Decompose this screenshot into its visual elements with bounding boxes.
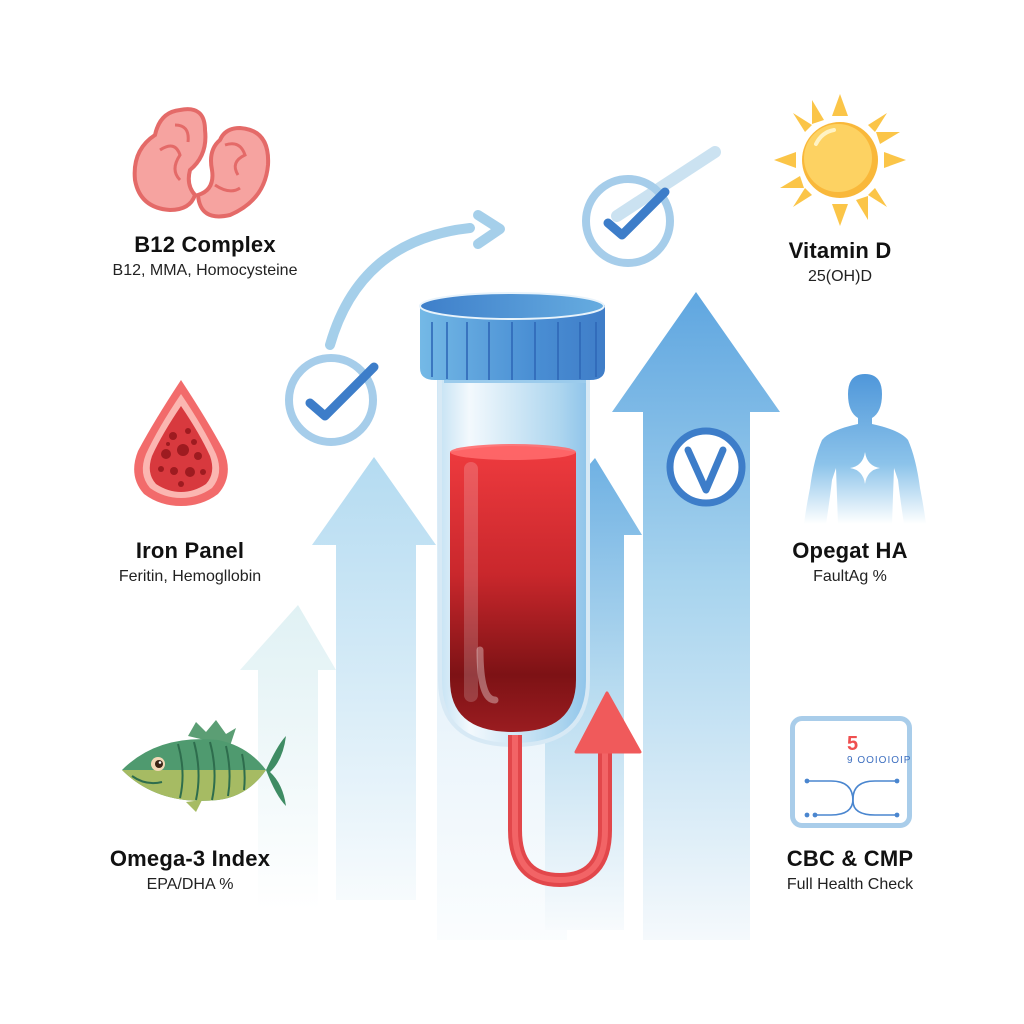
panel-b12: B12 Complex B12, MMA, Homocysteine <box>70 232 340 280</box>
check-circle-top <box>582 146 721 267</box>
fish-icon <box>122 720 286 812</box>
panel-cbc: CBC & CMP Full Health Check <box>755 846 945 894</box>
blood-drop-icon <box>134 380 228 506</box>
panel-opegat-subtitle: FaultAg % <box>813 568 887 585</box>
check-circle-left <box>285 354 379 446</box>
panel-iron-subtitle: Feritin, Hemogllobin <box>118 568 262 585</box>
panel-b12-subtitle: B12, MMA, Homocysteine <box>112 262 298 279</box>
panel-vitamin-d: Vitamin D 25(OH)D <box>740 238 940 286</box>
kidney-icon <box>132 107 271 219</box>
panel-opegat-title: Opegat HA <box>792 538 908 563</box>
panel-cbc-subtitle: Full Health Check <box>786 876 914 893</box>
panel-iron: Iron Panel Feritin, Hemogllobin <box>80 538 300 586</box>
curved-arrow <box>325 223 475 350</box>
lab-report-icon: 5 9 OOIOIOIP <box>790 716 912 828</box>
panel-omega-title: Omega-3 Index <box>109 846 271 871</box>
panel-vitamin-d-subtitle: 25(OH)D <box>807 268 872 285</box>
red-return-arrow <box>508 735 612 888</box>
panel-omega-subtitle: EPA/DHA % <box>146 876 234 893</box>
panel-omega: Omega-3 Index EPA/DHA % <box>80 846 300 894</box>
panel-opegat: Opegat HA FaultAg % <box>755 538 945 586</box>
panel-cbc-title: CBC & CMP <box>786 846 914 871</box>
curved-arrow-head <box>473 210 505 249</box>
lab-report-code: 9 OOIOIOIP <box>847 755 912 766</box>
panel-iron-title: Iron Panel <box>135 538 245 563</box>
panel-vitamin-d-title: Vitamin D <box>788 238 892 263</box>
arrow-medium <box>312 457 436 900</box>
lab-report-number: 5 <box>847 733 859 755</box>
human-body-icon <box>804 374 926 524</box>
panel-b12-title: B12 Complex <box>134 232 276 257</box>
crossing-lines-graph <box>804 778 900 818</box>
verified-circle <box>666 427 746 507</box>
arrow-small <box>240 605 336 910</box>
sun-icon <box>774 94 906 226</box>
